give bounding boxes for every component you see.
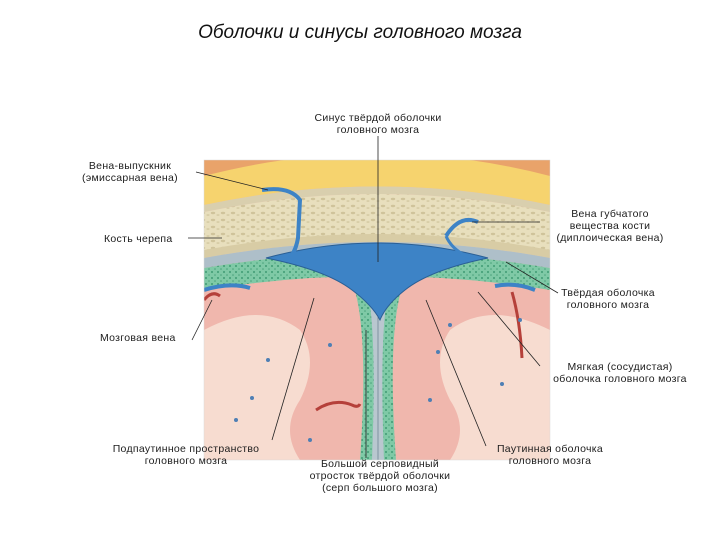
label-emissary-vein: Вена-выпускник(эмиссарная вена): [64, 160, 196, 184]
label-pia-mater: Мягкая (сосудистая)оболочка головного мо…: [536, 361, 704, 385]
label-skull-bone: Кость черепа: [104, 233, 173, 245]
label-cerebral-vein: Мозговая вена: [100, 332, 176, 344]
